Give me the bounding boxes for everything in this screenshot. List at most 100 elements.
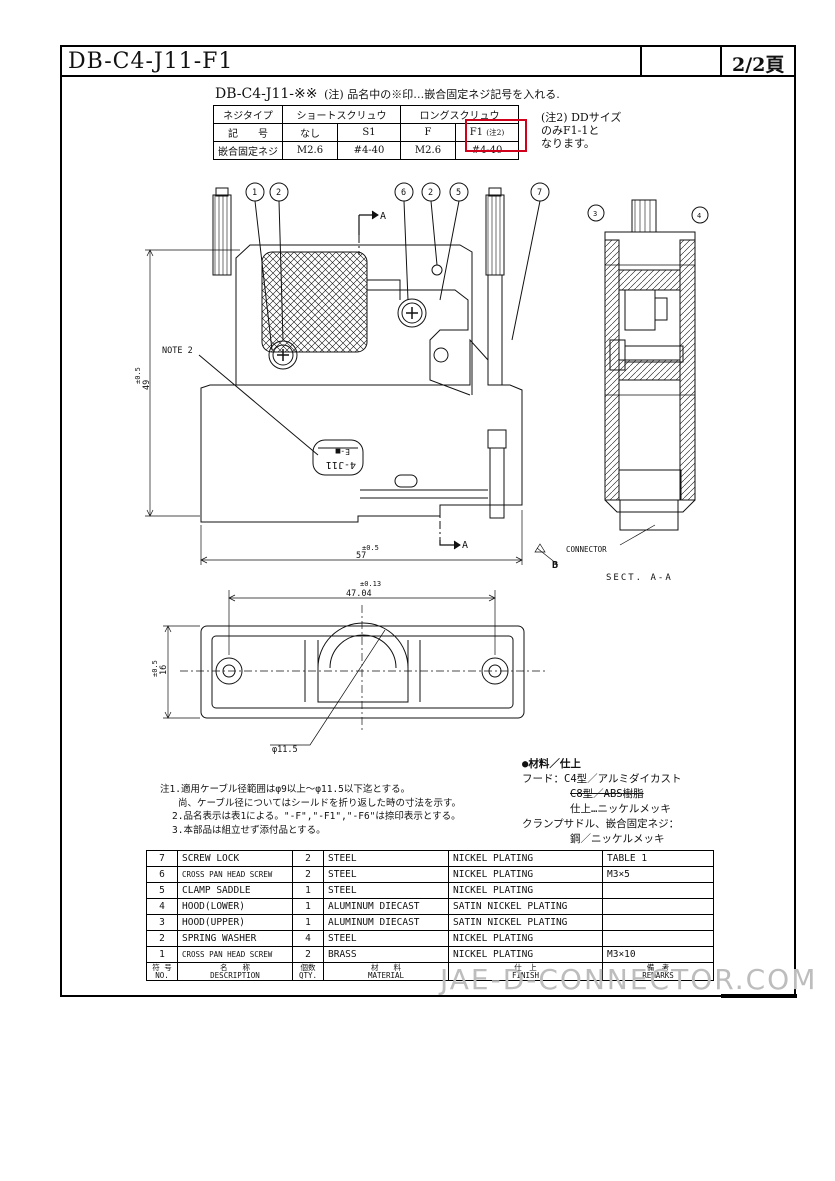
bom-qty: 1 — [292, 898, 324, 915]
dim-height-tol: ±0.5 — [134, 367, 142, 384]
bom-table: 7 SCREW LOCK 2 STEEL NICKEL PLATING TABL… — [146, 850, 714, 981]
bom-desc: SPRING WASHER — [177, 930, 293, 947]
part-code-note: (注) 品名中の※印…嵌合固定ネジ記号を入れる. — [324, 88, 560, 101]
table-row: 5 CLAMP SADDLE 1 STEEL NICKEL PLATING — [146, 882, 714, 899]
divider — [720, 47, 722, 75]
material-hood: フード：C4型／アルミダイカスト — [522, 773, 682, 785]
bom-no: 3 — [146, 914, 178, 931]
header-en: QTY. — [298, 970, 318, 980]
bom-qty: 2 — [292, 866, 324, 883]
bom-no: 4 — [146, 898, 178, 915]
bom-remarks — [602, 898, 714, 915]
bom-remarks — [602, 882, 714, 899]
balloon-label: 5 — [456, 188, 461, 198]
highlight-box — [465, 119, 527, 152]
note-line: (注2) DDサイズ — [541, 111, 622, 124]
dim-pitch: 47.04 — [346, 589, 372, 599]
title-bar: DB-C4-J11-F1 2/2頁 — [60, 45, 796, 77]
bom-remarks — [602, 914, 714, 931]
material-clamp-mat: 鋼／ニッケルメッキ — [570, 833, 665, 845]
bom-finish: NICKEL PLATING — [448, 866, 603, 883]
marking-text: E-■ — [335, 447, 350, 456]
bom-qty: 2 — [292, 850, 324, 867]
screw-1-front — [268, 340, 298, 370]
divider — [640, 47, 642, 75]
dim-depth-tol: ±0.5 — [151, 660, 159, 677]
bom-no: 5 — [146, 882, 178, 899]
section-mark: A — [380, 211, 386, 222]
bom-material: STEEL — [323, 850, 449, 867]
bom-remarks — [602, 930, 714, 947]
dim-width-tol: ±0.5 — [362, 544, 379, 552]
bom-no: 6 — [146, 866, 178, 883]
spec-symbol: F1 — [469, 127, 483, 138]
document-title: DB-C4-J11-F1 — [68, 49, 234, 74]
bom-material: ALUMINUM DIECAST — [323, 898, 449, 915]
header-en: NO. — [155, 970, 169, 980]
balloon-label: 7 — [537, 188, 542, 198]
bom-desc: CROSS PAN HEAD SCREW — [177, 866, 293, 883]
bom-material: ALUMINUM DIECAST — [323, 914, 449, 931]
bom-material: BRASS — [323, 946, 449, 963]
balloon-label: 2 — [428, 188, 433, 198]
material-finish: 仕上…ニッケルメッキ — [570, 803, 671, 815]
balloon-label: 2 — [276, 188, 281, 198]
bom-finish: NICKEL PLATING — [448, 946, 603, 963]
header-jp: 個数 — [300, 962, 316, 972]
balloon-label: 1 — [252, 188, 257, 198]
bom-desc: CROSS PAN HEAD SCREW — [177, 946, 293, 963]
bom-qty: 1 — [292, 882, 324, 899]
bom-finish: NICKEL PLATING — [448, 850, 603, 867]
bom-material: STEEL — [323, 866, 449, 883]
bom-remarks: TABLE 1 — [602, 850, 714, 867]
dim-depth: 16 — [159, 665, 169, 675]
screw-lock-left — [212, 194, 232, 276]
bom-desc: CLAMP SADDLE — [177, 882, 293, 899]
bom-no: 7 — [146, 850, 178, 867]
dim-pitch-tol: ±0.13 — [360, 580, 381, 588]
bom-desc: SCREW LOCK — [177, 850, 293, 867]
table-row: 7 SCREW LOCK 2 STEEL NICKEL PLATING TABL… — [146, 850, 714, 867]
header-note: DB-C4-J11-※※ (注) 品名中の※印…嵌合固定ネジ記号を入れる. — [215, 86, 560, 102]
screw-6-front — [397, 298, 427, 328]
balloon-label: 6 — [401, 188, 406, 198]
note-2-label: NOTE 2 — [162, 346, 193, 356]
hood-upper-outline — [235, 244, 473, 395]
spec-cell: M2.6 — [282, 141, 338, 160]
header-jp: 仕 上 — [514, 962, 537, 972]
bom-desc: HOOD(UPPER) — [177, 914, 293, 931]
part-code: DB-C4-J11-※※ — [215, 86, 318, 102]
marking-text: 4-J11 — [326, 459, 356, 470]
notes-block: 注1.適用ケーブル径範囲はφ9以上〜φ11.5以下迄とする。 尚、ケーブル径につ… — [160, 783, 461, 837]
page-number: 2/2頁 — [732, 54, 785, 76]
bom-remarks: M3×10 — [602, 946, 714, 963]
bottom-view-outline — [200, 625, 525, 719]
bom-desc: HOOD(LOWER) — [177, 898, 293, 915]
note-line: 3.本部品は組立せず添付品とする。 — [172, 824, 326, 836]
note-line: 2.品名表示は表1による。"-F","-F1","-F6"は捺印表示とする。 — [172, 811, 461, 822]
material-clamp: クランプサドル、嵌合固定ネジ： — [522, 818, 680, 830]
balloon-label: 4 — [697, 212, 701, 220]
section-label: SECT. A-A — [606, 573, 673, 583]
watermark: JAE-D-CONNECTOR.COM — [440, 963, 818, 996]
table-row: 1 CROSS PAN HEAD SCREW 2 BRASS NICKEL PL… — [146, 946, 714, 963]
dim-width: 57 — [356, 551, 366, 561]
note-line: のみF1-1と — [541, 124, 600, 137]
bom-no: 2 — [146, 930, 178, 947]
header-en: REMARKS — [642, 970, 674, 980]
bom-qty: 2 — [292, 946, 324, 963]
table-row: 6 CROSS PAN HEAD SCREW 2 STEEL NICKEL PL… — [146, 866, 714, 883]
dim-height: 49 — [142, 380, 152, 390]
bom-qty: 1 — [292, 914, 324, 931]
bom-finish: NICKEL PLATING — [448, 930, 603, 947]
header-en: DESCRIPTION — [210, 970, 260, 980]
connector-label: CONNECTOR — [566, 545, 607, 554]
header-jp: 備 考 — [646, 962, 670, 972]
